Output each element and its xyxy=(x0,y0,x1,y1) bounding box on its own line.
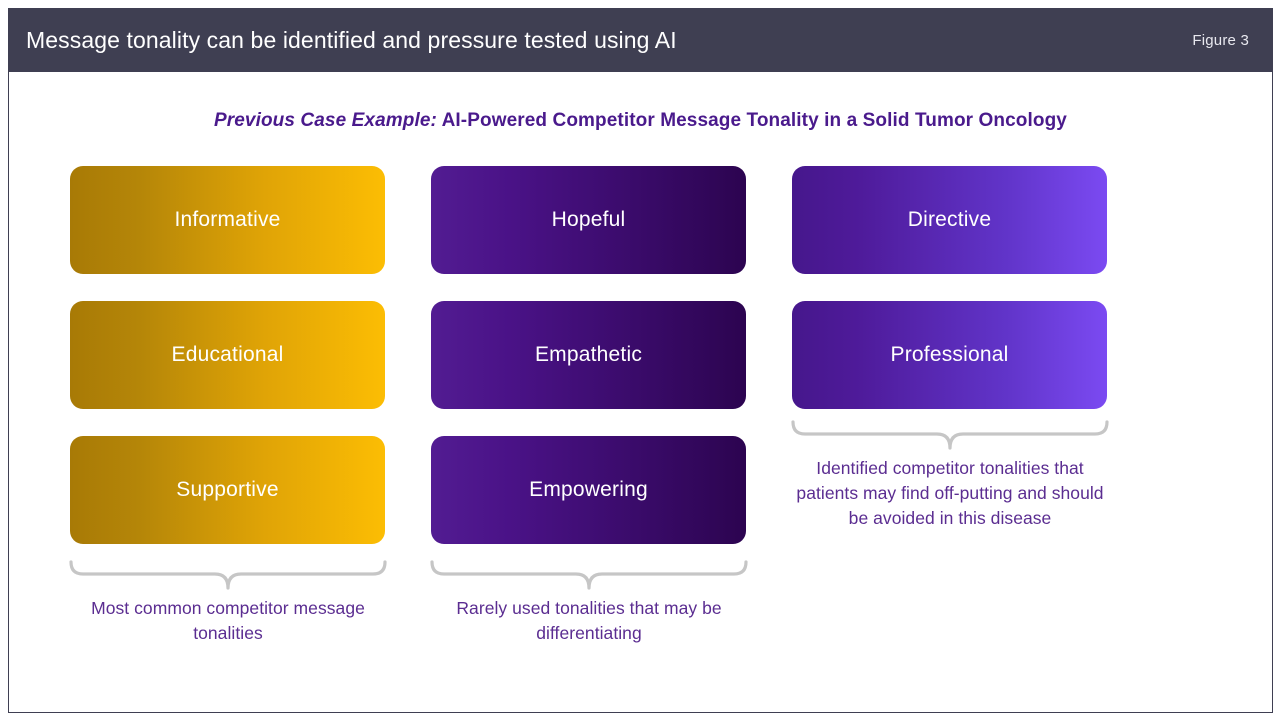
tonality-column-avoid: Directive Professional xyxy=(792,166,1107,436)
page-title: Message tonality can be identified and p… xyxy=(26,26,677,53)
tonality-column-common: Informative Educational Supportive xyxy=(70,166,385,571)
tonality-box[interactable]: Empowering xyxy=(431,436,746,544)
case-example-subtitle: Previous Case Example: AI-Powered Compet… xyxy=(9,110,1272,132)
tonality-column-rare: Hopeful Empathetic Empowering xyxy=(431,166,746,571)
tonality-label: Empowering xyxy=(529,478,648,501)
tonality-label: Hopeful xyxy=(551,208,626,231)
curly-brace-icon xyxy=(67,558,389,592)
tonality-label: Informative xyxy=(174,208,281,231)
figure-number-label: Figure 3 xyxy=(1192,31,1249,49)
tonality-label: Professional xyxy=(890,343,1009,366)
tonality-box[interactable]: Hopeful xyxy=(431,166,746,274)
tonality-label: Supportive xyxy=(176,478,279,501)
slide-body-card: Previous Case Example: AI-Powered Compet… xyxy=(8,72,1273,713)
tonality-box[interactable]: Professional xyxy=(792,301,1107,409)
case-example-lead: Previous Case Example: xyxy=(214,110,437,131)
case-example-rest: AI-Powered Competitor Message Tonality i… xyxy=(436,110,1067,131)
brace-caption: Rarely used tonalities that may be diffe… xyxy=(456,598,722,643)
brace-caption: Identified competitor tonalities that pa… xyxy=(796,458,1104,528)
tonality-label: Empathetic xyxy=(534,343,643,366)
slide-header-bar: Message tonality can be identified and p… xyxy=(8,8,1273,72)
tonality-box[interactable]: Directive xyxy=(792,166,1107,274)
curly-brace-icon xyxy=(789,418,1111,452)
brace-caption: Most common competitor message tonalitie… xyxy=(91,598,365,643)
tonality-box[interactable]: Supportive xyxy=(70,436,385,544)
curly-brace-icon xyxy=(428,558,750,592)
tonality-box[interactable]: Informative xyxy=(70,166,385,274)
tonality-box[interactable]: Educational xyxy=(70,301,385,409)
tonality-label: Educational xyxy=(171,343,284,366)
tonality-label: Directive xyxy=(907,208,992,231)
tonality-box[interactable]: Empathetic xyxy=(431,301,746,409)
